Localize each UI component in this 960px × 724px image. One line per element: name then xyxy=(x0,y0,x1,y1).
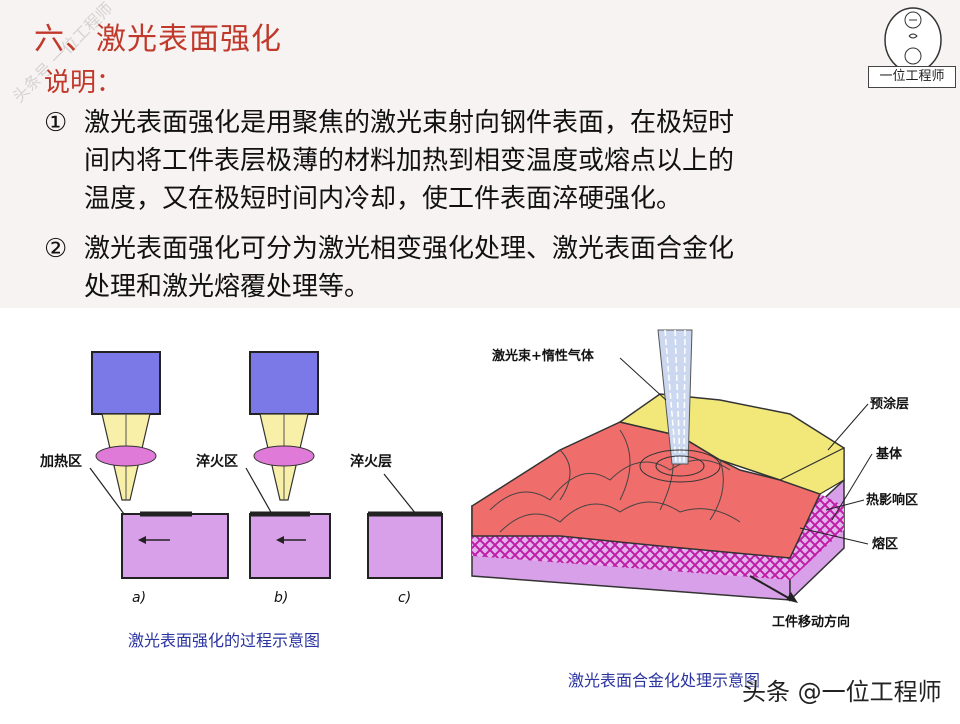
label-direction: 工件移动方向 xyxy=(772,614,850,630)
right-figure-caption: 激光表面合金化处理示意图 xyxy=(568,671,760,690)
label-quench-zone: 淬火区 xyxy=(196,453,238,470)
left-figure-caption: 激光表面强化的过程示意图 xyxy=(128,631,320,650)
paragraph-line: 激光表面强化可分为激光相变强化处理、激光表面合金化 xyxy=(84,234,735,264)
diagram-c: 淬火层 c) xyxy=(350,453,443,606)
heat-affected-zone xyxy=(472,536,790,580)
item-number: ① xyxy=(44,108,68,138)
paragraph-line: 间内将工件表层极薄的材料加热到相变温度或熔点以上的 xyxy=(84,146,735,176)
page-title: 六、激光表面强化 xyxy=(34,22,282,57)
label-b: b) xyxy=(274,590,288,606)
laser-head-a xyxy=(91,351,161,415)
label-c: c) xyxy=(398,590,411,606)
figure-panel: 加热区 a) 淬火区 b) 淬火 xyxy=(20,310,960,720)
direction-arrow xyxy=(749,575,793,601)
alloying-diagram: 激光束+惰性气体 预涂层 基体 热影响区 熔区 工件移动方向 xyxy=(471,329,918,630)
label-substrate: 基体 xyxy=(875,446,903,462)
paragraph-1: ① 激光表面强化是用聚焦的激光束射向钢件表面，在极短时 间内将工件表层极薄的材料加… xyxy=(44,104,734,218)
label-melt-zone: 熔区 xyxy=(872,536,898,552)
label-pre-coating: 预涂层 xyxy=(870,396,909,412)
diagram-a: 加热区 a) xyxy=(39,351,229,606)
paragraph-2: ② 激光表面强化可分为激光相变强化处理、激光表面合金化 处理和激光熔覆处理等。 xyxy=(44,230,734,306)
section-subtitle: 说明： xyxy=(44,68,123,98)
workpiece-a xyxy=(121,513,229,579)
diagram-b: 淬火区 b) xyxy=(196,351,331,606)
label-quench-layer: 淬火层 xyxy=(350,453,392,470)
process-diagram: 加热区 a) 淬火区 b) 淬火 xyxy=(39,329,918,690)
slide-text-area xyxy=(0,0,960,308)
item-number: ② xyxy=(44,234,68,264)
paragraph-line: 温度，又在极短时间内冷却，使工件表面淬硬强化。 xyxy=(84,184,683,214)
laser-head-b xyxy=(249,351,319,415)
logo-label: 一位工程师 xyxy=(868,66,956,88)
label-heating-zone: 加热区 xyxy=(39,453,82,470)
lens-b xyxy=(253,445,315,467)
workpiece-c xyxy=(367,513,443,579)
lens-a xyxy=(95,445,157,467)
label-heat-affected: 热影响区 xyxy=(866,492,918,508)
workpiece-b xyxy=(249,513,331,579)
source-watermark: 头条 @一位工程师 xyxy=(742,678,942,706)
label-laser-gas: 激光束+惰性气体 xyxy=(492,348,595,364)
label-a: a) xyxy=(132,590,146,606)
paragraph-line: 处理和激光熔覆处理等。 xyxy=(84,272,371,302)
paragraph-line: 激光表面强化是用聚焦的激光束射向钢件表面，在极短时 xyxy=(84,108,735,138)
